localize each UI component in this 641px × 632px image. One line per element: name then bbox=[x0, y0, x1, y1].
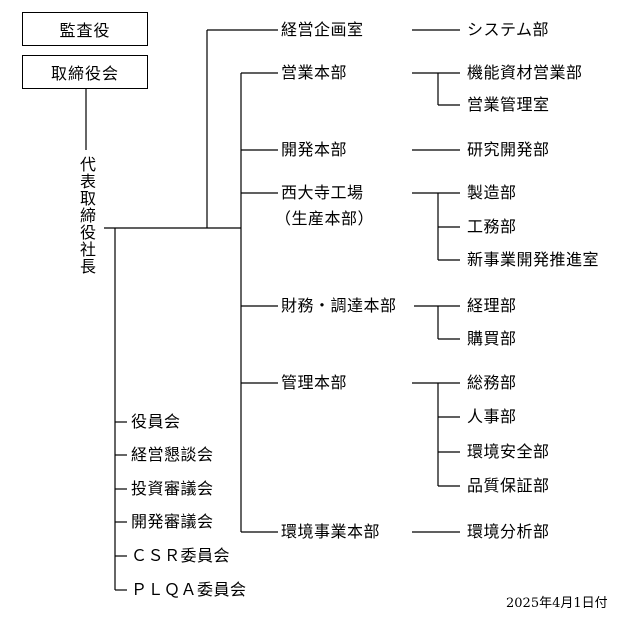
division-development: 開発本部 bbox=[281, 140, 348, 159]
committee-item: 経営懇談会 bbox=[131, 445, 214, 464]
dept-manufacturing: 製造部 bbox=[467, 183, 517, 202]
division-management: 管理本部 bbox=[281, 373, 348, 392]
dept-env-analysis: 環境分析部 bbox=[467, 522, 550, 541]
dept-hr: 人事部 bbox=[467, 407, 517, 426]
division-sales: 営業本部 bbox=[281, 63, 348, 82]
effective-date: 2025年4月1日付 bbox=[506, 596, 608, 611]
dept-engineering: 工務部 bbox=[467, 217, 517, 236]
division-finance: 財務・調達本部 bbox=[281, 296, 397, 315]
committee-item: ＣＳＲ委員会 bbox=[131, 546, 231, 565]
dept-general-affairs: 総務部 bbox=[467, 373, 517, 392]
dept-env-safety: 環境安全部 bbox=[467, 442, 550, 461]
president-label: 代表取締役社長 bbox=[77, 156, 96, 275]
committee-item: ＰＬＱＡ委員会 bbox=[131, 580, 247, 599]
dept-system: システム部 bbox=[467, 20, 550, 39]
committee-item: 開発審議会 bbox=[131, 512, 214, 531]
dept-sales-mgmt: 営業管理室 bbox=[467, 95, 550, 114]
division-plant: 西大寺工場 bbox=[281, 183, 364, 202]
dept-new-business: 新事業開発推進室 bbox=[467, 250, 600, 269]
board-box: 取締役会 bbox=[22, 55, 148, 89]
division-environment: 環境事業本部 bbox=[281, 522, 381, 541]
dept-accounting: 経理部 bbox=[467, 296, 517, 315]
division-plant-subtitle: （生産本部） bbox=[275, 209, 375, 228]
division-planning: 経営企画室 bbox=[281, 20, 364, 39]
audit-label: 監査役 bbox=[59, 21, 111, 40]
dept-quality: 品質保証部 bbox=[467, 476, 550, 495]
dept-purchasing: 購買部 bbox=[467, 329, 517, 348]
committee-item: 投資審議会 bbox=[131, 479, 214, 498]
dept-functional-sales: 機能資材営業部 bbox=[467, 63, 583, 82]
audit-box: 監査役 bbox=[22, 12, 148, 46]
committee-item: 役員会 bbox=[131, 412, 181, 431]
dept-research: 研究開発部 bbox=[467, 140, 550, 159]
board-label: 取締役会 bbox=[50, 64, 119, 83]
